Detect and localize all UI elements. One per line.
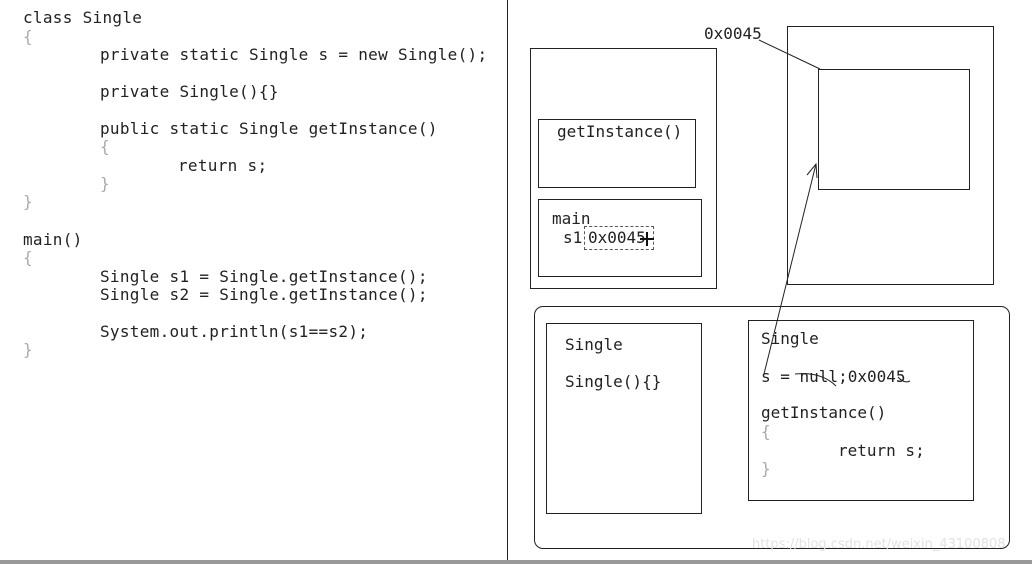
strike-mark	[897, 376, 911, 383]
code-line: return s;	[178, 156, 268, 175]
stack-frame-getinstance	[538, 119, 696, 188]
code-line: {	[23, 27, 33, 46]
code-line: Single s1 = Single.getInstance();	[100, 267, 428, 286]
reference-arrow	[763, 163, 817, 375]
main-var-name: s1	[563, 228, 583, 247]
class-b-method: getInstance()	[761, 403, 887, 422]
main-var-value: 0x0045	[588, 228, 646, 247]
class-b-return: return s;	[838, 441, 925, 460]
class-b-open: {	[761, 422, 771, 441]
stack-area	[530, 48, 717, 289]
class-a-constructor: Single(){}	[565, 372, 662, 391]
frame-getinstance-label: getInstance()	[557, 122, 683, 141]
reference-arrowhead	[806, 162, 818, 179]
class-b-name: Single	[761, 329, 819, 348]
stack-frame-main	[538, 199, 702, 277]
code-line: public static Single getInstance()	[100, 119, 438, 138]
code-line: {	[23, 248, 33, 267]
code-line: System.out.println(s1==s2);	[100, 322, 369, 341]
code-line: main()	[23, 230, 83, 249]
frame-main-label: main	[552, 209, 591, 228]
code-line: }	[100, 174, 110, 193]
heap-address-label: 0x0045	[704, 24, 762, 43]
heap-object	[818, 69, 970, 190]
address-leader-line	[758, 39, 821, 70]
watermark: https://blog.csdn.net/weixin_43100808	[752, 537, 1006, 552]
bottom-scroll-edge	[0, 560, 1032, 564]
class-b-close: }	[761, 459, 771, 478]
class-a-name: Single	[565, 335, 623, 354]
strike-mark	[794, 373, 837, 387]
code-line: Single s2 = Single.getInstance();	[100, 285, 428, 304]
class-box-a	[546, 323, 702, 514]
code-line: }	[23, 340, 33, 359]
code-line: private Single(){}	[100, 82, 279, 101]
method-area	[534, 306, 1010, 549]
heap-area	[787, 26, 994, 285]
divider	[507, 0, 508, 560]
code-line: class Single	[23, 8, 143, 27]
code-line: {	[100, 137, 110, 156]
move-cursor-icon	[640, 232, 654, 246]
class-b-field: s = null;0x0045	[761, 367, 906, 386]
code-line: }	[23, 192, 33, 211]
code-line: private static Single s = new Single();	[100, 45, 488, 64]
class-box-b	[748, 320, 974, 501]
